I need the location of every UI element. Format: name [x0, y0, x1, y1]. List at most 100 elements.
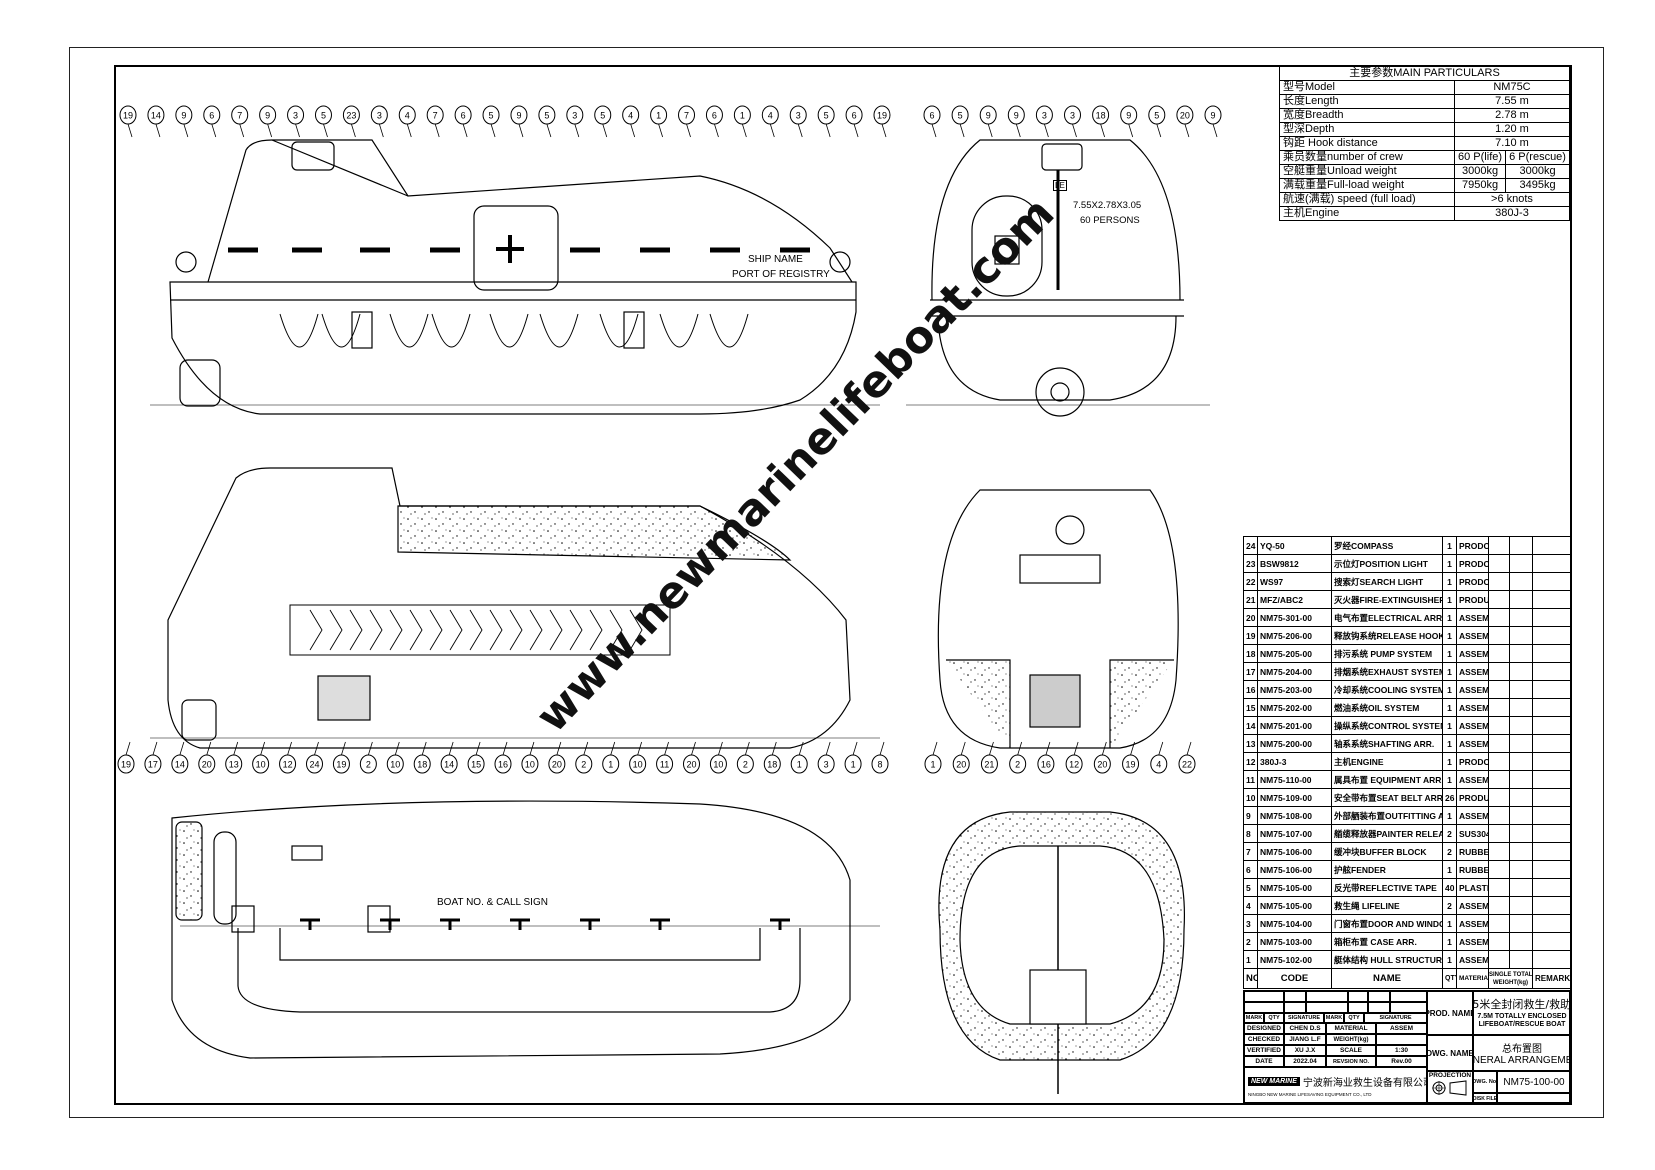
- item-balloon: 2: [1009, 741, 1027, 774]
- part-single-weight: [1488, 770, 1510, 789]
- part-qty: 1: [1442, 572, 1457, 591]
- balloon-number: 1: [797, 760, 802, 770]
- part-code: NM75-108-00: [1257, 806, 1332, 825]
- part-no: 14: [1243, 716, 1258, 735]
- part-remark: [1532, 932, 1571, 951]
- designed-value: CHEN D.S: [1284, 1023, 1326, 1034]
- part-name: 电气布置ELECTRICAL ARR.: [1331, 608, 1443, 627]
- item-balloon: 9: [979, 105, 997, 138]
- part-qty: 1: [1442, 752, 1457, 771]
- part-remark: [1532, 950, 1571, 969]
- release-hook: [829, 251, 851, 273]
- part-qty: 1: [1442, 536, 1457, 555]
- item-balloon: 23: [342, 105, 360, 138]
- part-remark: [1532, 644, 1571, 663]
- part-qty: 1: [1442, 806, 1457, 825]
- item-balloon: 21: [980, 741, 998, 774]
- item-balloon: 3: [1064, 105, 1081, 138]
- scale-value: 1:30: [1376, 1045, 1427, 1056]
- part-material: ASSEM: [1456, 806, 1489, 825]
- part-material: ASSEM: [1456, 698, 1489, 717]
- item-balloon: 1: [844, 741, 862, 774]
- window: [291, 141, 335, 171]
- balloon-number: 16: [498, 760, 508, 770]
- mark-label-2: MARK: [1324, 1013, 1344, 1023]
- part-name: 缓冲块BUFFER BLOCK: [1331, 842, 1443, 861]
- item-balloon: 1: [733, 105, 751, 138]
- part-total-weight: [1509, 536, 1533, 555]
- balloon-number: 4: [628, 111, 633, 121]
- item-balloon: 22: [1178, 741, 1196, 774]
- part-total-weight: [1509, 896, 1533, 915]
- prod-name-en: 7.5M TOTALLY ENCLOSED LIFEBOAT/RESCUE BO…: [1477, 1012, 1567, 1028]
- part-total-weight: [1509, 770, 1533, 789]
- insulated-canopy: [397, 505, 792, 561]
- part-name: 外部舾装布置OUTFITTING ARR.: [1331, 806, 1443, 825]
- plan-view: [171, 800, 880, 1059]
- part-name: 罗经COMPASS: [1331, 536, 1443, 555]
- item-balloon: 5: [594, 105, 612, 138]
- part-code: NM75-107-00: [1257, 824, 1332, 843]
- door-front: [971, 195, 1043, 297]
- part-qty: 1: [1442, 770, 1457, 789]
- part-single-weight: [1488, 608, 1510, 627]
- hull-outline: [169, 281, 857, 415]
- item-balloon: 20: [548, 741, 566, 774]
- balloon-number: 3: [377, 111, 382, 121]
- part-single-weight: [1488, 716, 1510, 735]
- balloon-number: 13: [229, 760, 239, 770]
- part-remark: [1532, 662, 1571, 681]
- part-single-weight: [1488, 698, 1510, 717]
- balloon-number: 2: [366, 760, 371, 770]
- part-total-weight: [1509, 608, 1533, 627]
- part-qty: 1: [1442, 860, 1457, 879]
- company-name-cn: 宁波新海业救生设备有限公司: [1302, 1078, 1427, 1089]
- item-balloon: 10: [386, 741, 404, 774]
- item-balloon: 9: [510, 105, 528, 138]
- balloon-number: 10: [713, 760, 723, 770]
- part-no: 5: [1243, 878, 1258, 897]
- balloon-number: 20: [552, 760, 562, 770]
- item-balloon: 4: [398, 105, 416, 138]
- part-qty: 2: [1442, 896, 1457, 915]
- balloon-number: 2: [581, 760, 586, 770]
- part-material: PRODCUT: [1456, 554, 1489, 573]
- part-qty: 1: [1442, 554, 1457, 573]
- header-single: SINGLE: [1489, 971, 1512, 978]
- part-remark: [1532, 860, 1571, 879]
- item-balloon: 20: [1176, 105, 1194, 138]
- signature-label-2: SIGNATURE: [1364, 1013, 1427, 1023]
- item-balloon: 8: [871, 741, 889, 774]
- particular-label: 宽度Breadth: [1279, 108, 1455, 123]
- part-remark: [1532, 734, 1571, 753]
- part-material: ASSEM: [1456, 608, 1489, 627]
- part-single-weight: [1488, 572, 1510, 591]
- part-total-weight: [1509, 734, 1533, 753]
- part-single-weight: [1488, 680, 1510, 699]
- seat-markers: [300, 918, 790, 930]
- part-single-weight: [1488, 626, 1510, 645]
- part-qty: 1: [1442, 932, 1457, 951]
- balloon-number: 10: [256, 760, 266, 770]
- item-balloon: 3: [287, 105, 305, 138]
- balloon-number: 1: [608, 760, 613, 770]
- part-code: NM75-105-00: [1257, 878, 1332, 897]
- balloon-number: 21: [984, 760, 994, 770]
- balloon-number: 7: [237, 111, 242, 121]
- part-name: 释放钩系统RELEASE HOOK ARR.: [1331, 626, 1443, 645]
- item-balloon: 9: [1204, 105, 1222, 138]
- item-balloon: 6: [845, 105, 863, 138]
- date-value: 2022.04: [1284, 1056, 1326, 1067]
- particular-value-2: 3495kg: [1505, 178, 1570, 193]
- part-total-weight: [1509, 590, 1533, 609]
- part-no: 20: [1243, 608, 1258, 627]
- part-no: 12: [1243, 752, 1258, 771]
- persons-note: 60 PERSONS: [1080, 215, 1140, 226]
